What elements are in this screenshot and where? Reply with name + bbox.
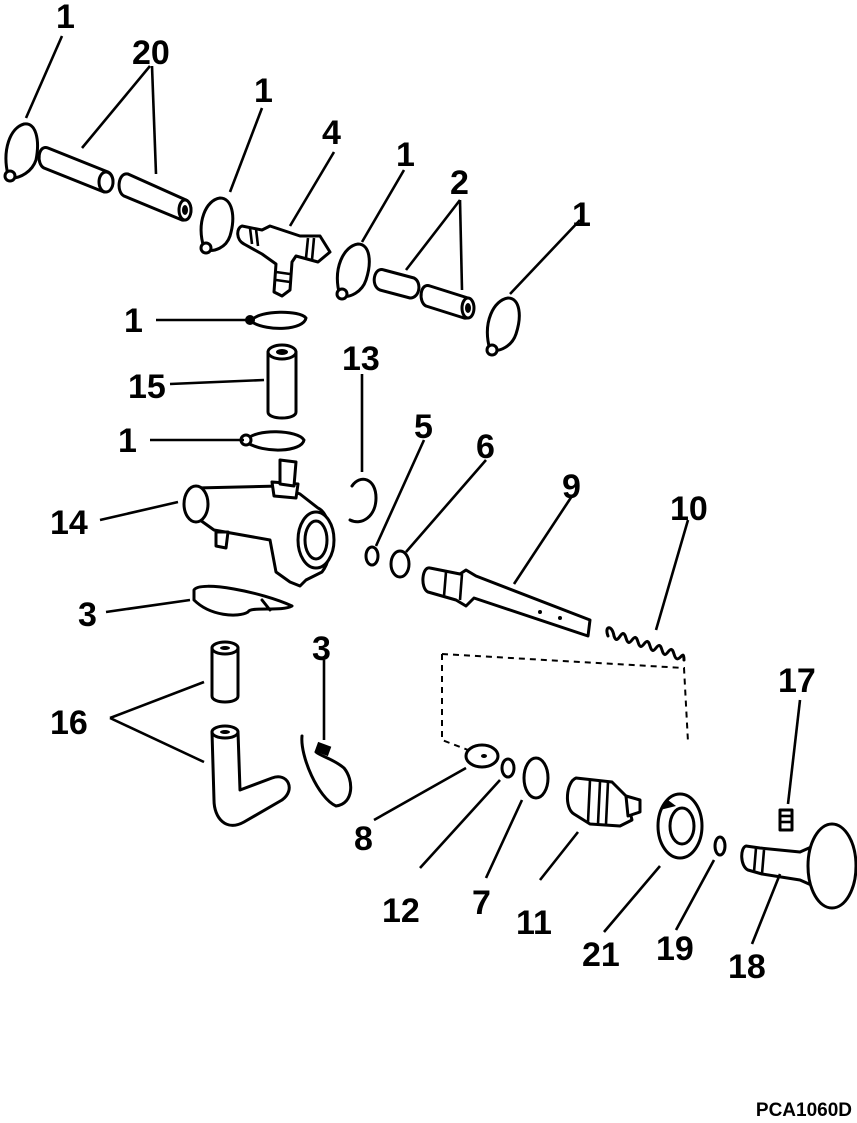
tee-fitting-4 — [236, 224, 332, 298]
callout-19: 19 — [656, 930, 694, 968]
hose-2-right — [419, 284, 476, 320]
hose-2-left — [372, 268, 421, 300]
clamp-1-under-tee — [245, 310, 308, 330]
callout-21: 21 — [582, 936, 620, 974]
o-ring-5 — [364, 545, 380, 567]
hose-20-left — [37, 146, 115, 194]
callout-7: 7 — [472, 884, 491, 922]
spring-10 — [605, 626, 686, 662]
o-ring-12 — [500, 757, 516, 779]
clamp-1-above-housing — [239, 430, 306, 452]
housing-14 — [182, 458, 336, 588]
callout-1-above-housing: 1 — [118, 422, 137, 460]
callout-1-under-tee: 1 — [124, 302, 143, 340]
callout-2: 2 — [450, 164, 469, 202]
callout-10: 10 — [670, 490, 708, 528]
callout-20: 20 — [132, 34, 170, 72]
callout-18: 18 — [728, 948, 766, 986]
knob-18 — [740, 822, 857, 910]
clamp-1-top-left — [3, 122, 39, 183]
callout-1-second: 1 — [254, 72, 273, 110]
callout-6: 6 — [476, 428, 495, 466]
callout-14: 14 — [50, 504, 88, 542]
callout-11: 11 — [516, 904, 552, 942]
assembly-outline-top — [441, 653, 689, 743]
leader-lines — [24, 35, 802, 945]
callout-8: 8 — [354, 820, 373, 858]
clamp-1-third — [335, 242, 371, 301]
nut-21 — [656, 792, 704, 860]
washer-8 — [464, 743, 500, 769]
hose-16-elbow — [210, 724, 291, 827]
clamp-1-second — [199, 196, 235, 255]
valve-body-11 — [566, 776, 642, 828]
o-ring-7 — [522, 756, 550, 800]
callout-12: 12 — [382, 892, 420, 930]
callout-labels: 1 20 1 4 1 2 1 1 15 1 13 5 6 9 10 14 3 3… — [50, 0, 816, 986]
callout-17: 17 — [778, 662, 816, 700]
callout-3-right: 3 — [312, 630, 331, 668]
callout-1-top-left: 1 — [56, 0, 75, 36]
clamp-3-right — [300, 734, 353, 808]
clamp-1-right — [485, 296, 521, 357]
hose-20-right — [117, 172, 193, 222]
callout-15: 15 — [128, 368, 166, 406]
o-ring-6 — [389, 549, 411, 579]
hose-15 — [266, 343, 298, 420]
callout-3-left: 3 — [78, 596, 97, 634]
retaining-ring-13 — [348, 477, 378, 524]
callout-1-third: 1 — [396, 136, 415, 174]
callout-16: 16 — [50, 704, 88, 742]
assembly-outline — [441, 654, 469, 751]
callout-9: 9 — [562, 468, 581, 506]
hose-16-straight — [210, 640, 240, 704]
figure-code: PCA1060D — [756, 1100, 852, 1121]
o-ring-19 — [713, 835, 727, 857]
callout-4: 4 — [322, 114, 341, 152]
plunger-9 — [421, 566, 592, 638]
callout-1-right: 1 — [572, 196, 591, 234]
screw-17 — [778, 808, 794, 832]
callout-5: 5 — [414, 408, 433, 446]
callout-13: 13 — [342, 340, 380, 378]
clamp-3-left — [192, 584, 294, 617]
